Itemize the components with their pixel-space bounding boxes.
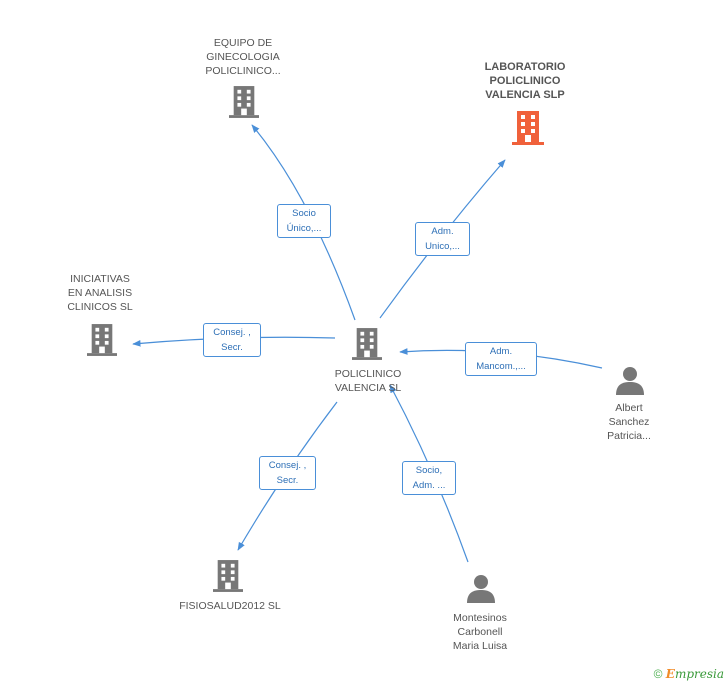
node-label-center[interactable]: POLICLINICO VALENCIA SL (334, 368, 402, 394)
edge-label-albert[interactable]: Adm. Mancom.,... (465, 342, 537, 376)
person-icon[interactable] (467, 575, 495, 603)
building-icon[interactable] (213, 560, 243, 592)
node-label-iniciativas[interactable]: INICIATIVAS EN ANALISIS CLINICOS SL (67, 273, 133, 313)
node-label-albert[interactable]: Albert Sanchez Patricia... (607, 402, 651, 442)
building-icon-highlighted[interactable] (512, 111, 544, 145)
node-label-montesinos[interactable]: Montesinos Carbonell Maria Luisa (452, 612, 508, 652)
edge-label-equipo[interactable]: Socio Único,... (277, 204, 331, 238)
copyright-symbol: © (653, 667, 663, 681)
empresia-logo: Empresia (665, 667, 724, 681)
edge-label-laboratorio[interactable]: Adm. Unico,... (415, 222, 470, 256)
node-label-fisiosalud[interactable]: FISIOSALUD2012 SL (179, 600, 281, 612)
building-icon[interactable] (87, 324, 117, 356)
person-icon[interactable] (616, 367, 644, 395)
building-icon[interactable] (229, 86, 259, 118)
node-label-laboratorio[interactable]: LABORATORIO POLICLINICO VALENCIA SLP (484, 61, 566, 101)
brand-footer: © Empresia (654, 667, 724, 681)
edge-label-montesinos[interactable]: Socio, Adm. ... (402, 461, 456, 495)
edge-label-fisiosalud[interactable]: Consej. , Secr. (259, 456, 316, 490)
node-label-equipo[interactable]: EQUIPO DE GINECOLOGIA POLICLINICO... (205, 37, 281, 77)
building-icon[interactable] (352, 328, 382, 360)
edge-label-iniciativas[interactable]: Consej. , Secr. (203, 323, 261, 357)
